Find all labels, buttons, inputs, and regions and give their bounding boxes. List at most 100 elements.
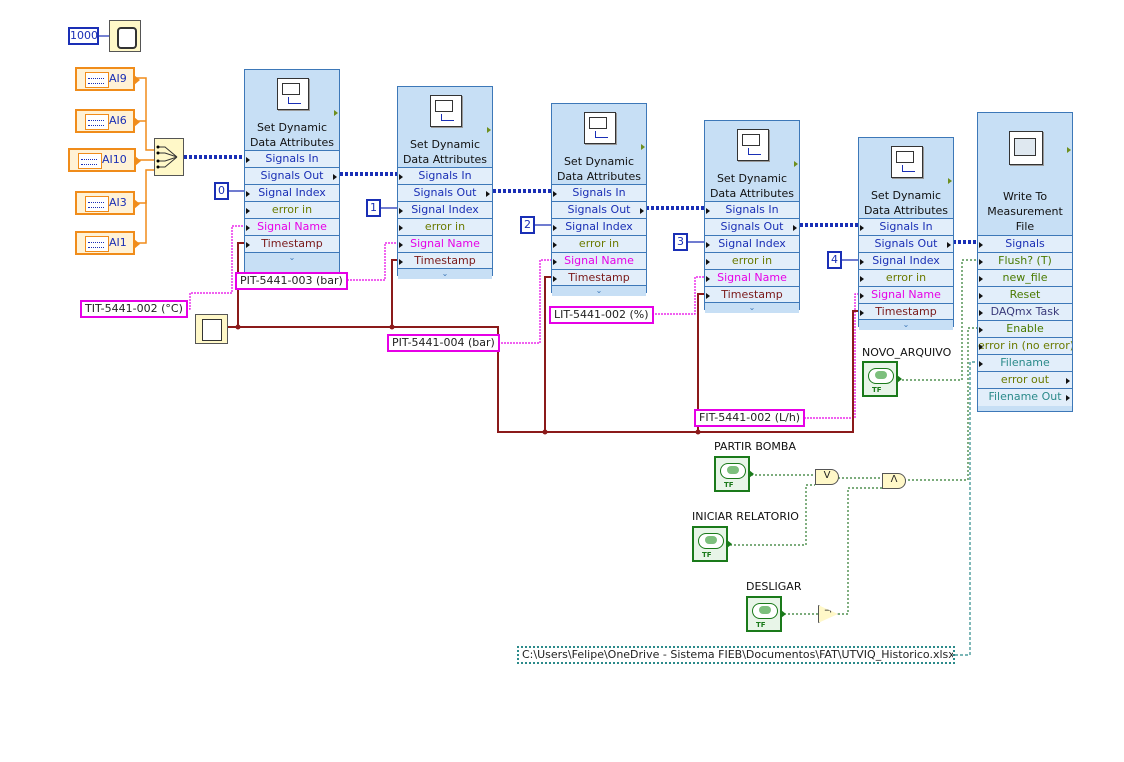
tf-type-label: TF — [872, 386, 882, 394]
terminal-filename[interactable]: Filename — [978, 354, 1072, 372]
set-dynamic-data-attributes-node[interactable]: Set Dynamic Data Attributes Signals In S… — [858, 137, 954, 330]
terminal-error-in[interactable]: error in — [859, 269, 953, 287]
ai-channel[interactable]: AI1 — [75, 231, 140, 255]
signal-name-constant[interactable]: FIT-5441-002 (L/h) — [694, 409, 806, 427]
ai-channel[interactable]: AI10 — [68, 148, 141, 172]
signal-name-constant[interactable]: TIT-5441-002 (°C) — [80, 300, 188, 318]
expand-arrow-icon — [1067, 147, 1071, 153]
ai-channel-label: AI6 — [109, 114, 127, 127]
wait-ms-constant[interactable]: 1000 — [68, 27, 99, 45]
terminal-signals-in[interactable]: Signals In — [705, 201, 799, 219]
node-title-line2: Data Attributes — [863, 204, 949, 217]
terminal-signal-index[interactable]: Signal Index — [859, 252, 953, 270]
expand-arrow-icon — [641, 144, 645, 150]
iniciar-relatorio-control[interactable]: TF — [692, 526, 732, 562]
terminal-timestamp[interactable]: Timestamp — [859, 303, 953, 321]
output-arrow-icon — [134, 75, 140, 85]
terminal-signals-in[interactable]: Signals In — [245, 150, 339, 168]
terminal-signal-name[interactable]: Signal Name — [859, 286, 953, 304]
and-gate[interactable]: Λ — [882, 473, 906, 489]
waveform-icon — [85, 196, 109, 212]
or-gate[interactable]: V — [815, 469, 839, 485]
terminal-timestamp[interactable]: Timestamp — [552, 269, 646, 287]
set-dynamic-data-attributes-node[interactable]: Set Dynamic Data Attributes Signals In S… — [244, 69, 340, 282]
terminal-signal-index[interactable]: Signal Index — [398, 201, 492, 219]
clock-icon — [202, 319, 222, 341]
terminal-error-in[interactable]: error in — [552, 235, 646, 253]
signal-name-constant[interactable]: PIT-5441-003 (bar) — [235, 272, 348, 290]
set-dynamic-data-attributes-node[interactable]: Set Dynamic Data Attributes Signals In S… — [397, 86, 493, 279]
pencil-icon — [1014, 138, 1036, 156]
set-dynamic-data-attributes-node[interactable]: Set Dynamic Data Attributes Signals In S… — [551, 103, 647, 296]
ai-channel[interactable]: AI6 — [75, 109, 140, 133]
ai-channel[interactable]: AI9 — [75, 67, 140, 91]
node-resize-handle[interactable]: ⌄ — [398, 268, 492, 279]
terminal-filename-out[interactable]: Filename Out — [978, 388, 1072, 406]
ai-channel[interactable]: AI3 — [75, 191, 140, 215]
terminal-signals-out[interactable]: Signals Out — [705, 218, 799, 236]
terminal-timestamp[interactable]: Timestamp — [705, 286, 799, 304]
terminal-flush[interactable]: Flush? (T) — [978, 252, 1072, 270]
node-resize-handle[interactable]: ⌄ — [552, 285, 646, 296]
toggle-switch-icon — [752, 603, 778, 619]
node-title-line1: Set Dynamic — [256, 121, 328, 134]
wait-ms-function[interactable] — [109, 20, 141, 52]
terminal-timestamp[interactable]: Timestamp — [245, 235, 339, 253]
node-resize-handle[interactable]: ⌄ — [859, 319, 953, 330]
terminal-daqmx-task[interactable]: DAQmx Task — [978, 303, 1072, 321]
terminal-signal-name[interactable]: Signal Name — [398, 235, 492, 253]
terminal-signal-name[interactable]: Signal Name — [552, 252, 646, 270]
terminal-error-in[interactable]: error in — [705, 252, 799, 270]
terminal-new-file[interactable]: new_file — [978, 269, 1072, 287]
terminal-timestamp[interactable]: Timestamp — [398, 252, 492, 270]
terminal-error-in-no-error[interactable]: error in (no error) — [978, 337, 1072, 355]
terminal-signals[interactable]: Signals — [978, 235, 1072, 253]
signal-index-constant[interactable]: 4 — [827, 251, 842, 269]
node-title-line2: Data Attributes — [402, 153, 488, 166]
signal-index-constant[interactable]: 2 — [520, 216, 535, 234]
output-arrow-icon — [135, 156, 141, 166]
terminal-signal-index[interactable]: Signal Index — [552, 218, 646, 236]
terminal-signal-name[interactable]: Signal Name — [705, 269, 799, 287]
terminal-signals-in[interactable]: Signals In — [552, 184, 646, 202]
partir-bomba-control[interactable]: TF — [714, 456, 754, 492]
terminal-signals-out[interactable]: Signals Out — [245, 167, 339, 185]
filename-path-constant[interactable]: C:\Users\Felipe\OneDrive - Sistema FIEB\… — [517, 646, 955, 664]
terminal-error-in[interactable]: error in — [398, 218, 492, 236]
output-arrow-icon — [749, 470, 754, 478]
terminal-signal-index[interactable]: Signal Index — [705, 235, 799, 253]
terminal-signal-name[interactable]: Signal Name — [245, 218, 339, 236]
terminal-signals-in[interactable]: Signals In — [398, 167, 492, 185]
time-wire-junctions — [235, 324, 701, 435]
node-resize-handle[interactable]: ⌄ — [245, 252, 339, 263]
get-time-function[interactable] — [195, 314, 228, 344]
terminal-signals-out[interactable]: Signals Out — [398, 184, 492, 202]
signal-index-constant[interactable]: 1 — [366, 199, 381, 217]
node-title-line1: Set Dynamic — [870, 189, 942, 202]
terminal-signals-in[interactable]: Signals In — [859, 218, 953, 236]
terminal-signal-index[interactable]: Signal Index — [245, 184, 339, 202]
terminal-signals-out[interactable]: Signals Out — [552, 201, 646, 219]
tf-type-label: TF — [756, 621, 766, 629]
output-arrow-icon — [727, 540, 732, 548]
terminal-error-out[interactable]: error out — [978, 371, 1072, 389]
node-resize-handle[interactable]: ⌄ — [705, 302, 799, 313]
desligar-control[interactable]: TF — [746, 596, 786, 632]
novo-arquivo-control[interactable]: TF — [862, 361, 902, 397]
signal-name-constant[interactable]: LIT-5441-002 (%) — [549, 306, 654, 324]
set-dynamic-data-attributes-node[interactable]: Set Dynamic Data Attributes Signals In S… — [704, 120, 800, 313]
signal-name-constant[interactable]: PIT-5441-004 (bar) — [387, 334, 500, 352]
signal-index-constant[interactable]: 0 — [214, 182, 229, 200]
signal-index-constant[interactable]: 3 — [673, 233, 688, 251]
terminal-enable[interactable]: Enable — [978, 320, 1072, 338]
terminal-reset[interactable]: Reset — [978, 286, 1072, 304]
novo-arquivo-label: NOVO_ARQUIVO — [862, 346, 952, 359]
merge-signals-function[interactable] — [154, 138, 184, 176]
merge-icon — [156, 145, 178, 169]
expand-arrow-icon — [948, 178, 952, 184]
expand-arrow-icon — [487, 127, 491, 133]
write-to-measurement-file-node[interactable]: Write To Measurement File Signals Flush?… — [977, 112, 1073, 412]
terminal-signals-out[interactable]: Signals Out — [859, 235, 953, 253]
terminal-error-in[interactable]: error in — [245, 201, 339, 219]
set-attributes-icon — [430, 95, 462, 127]
